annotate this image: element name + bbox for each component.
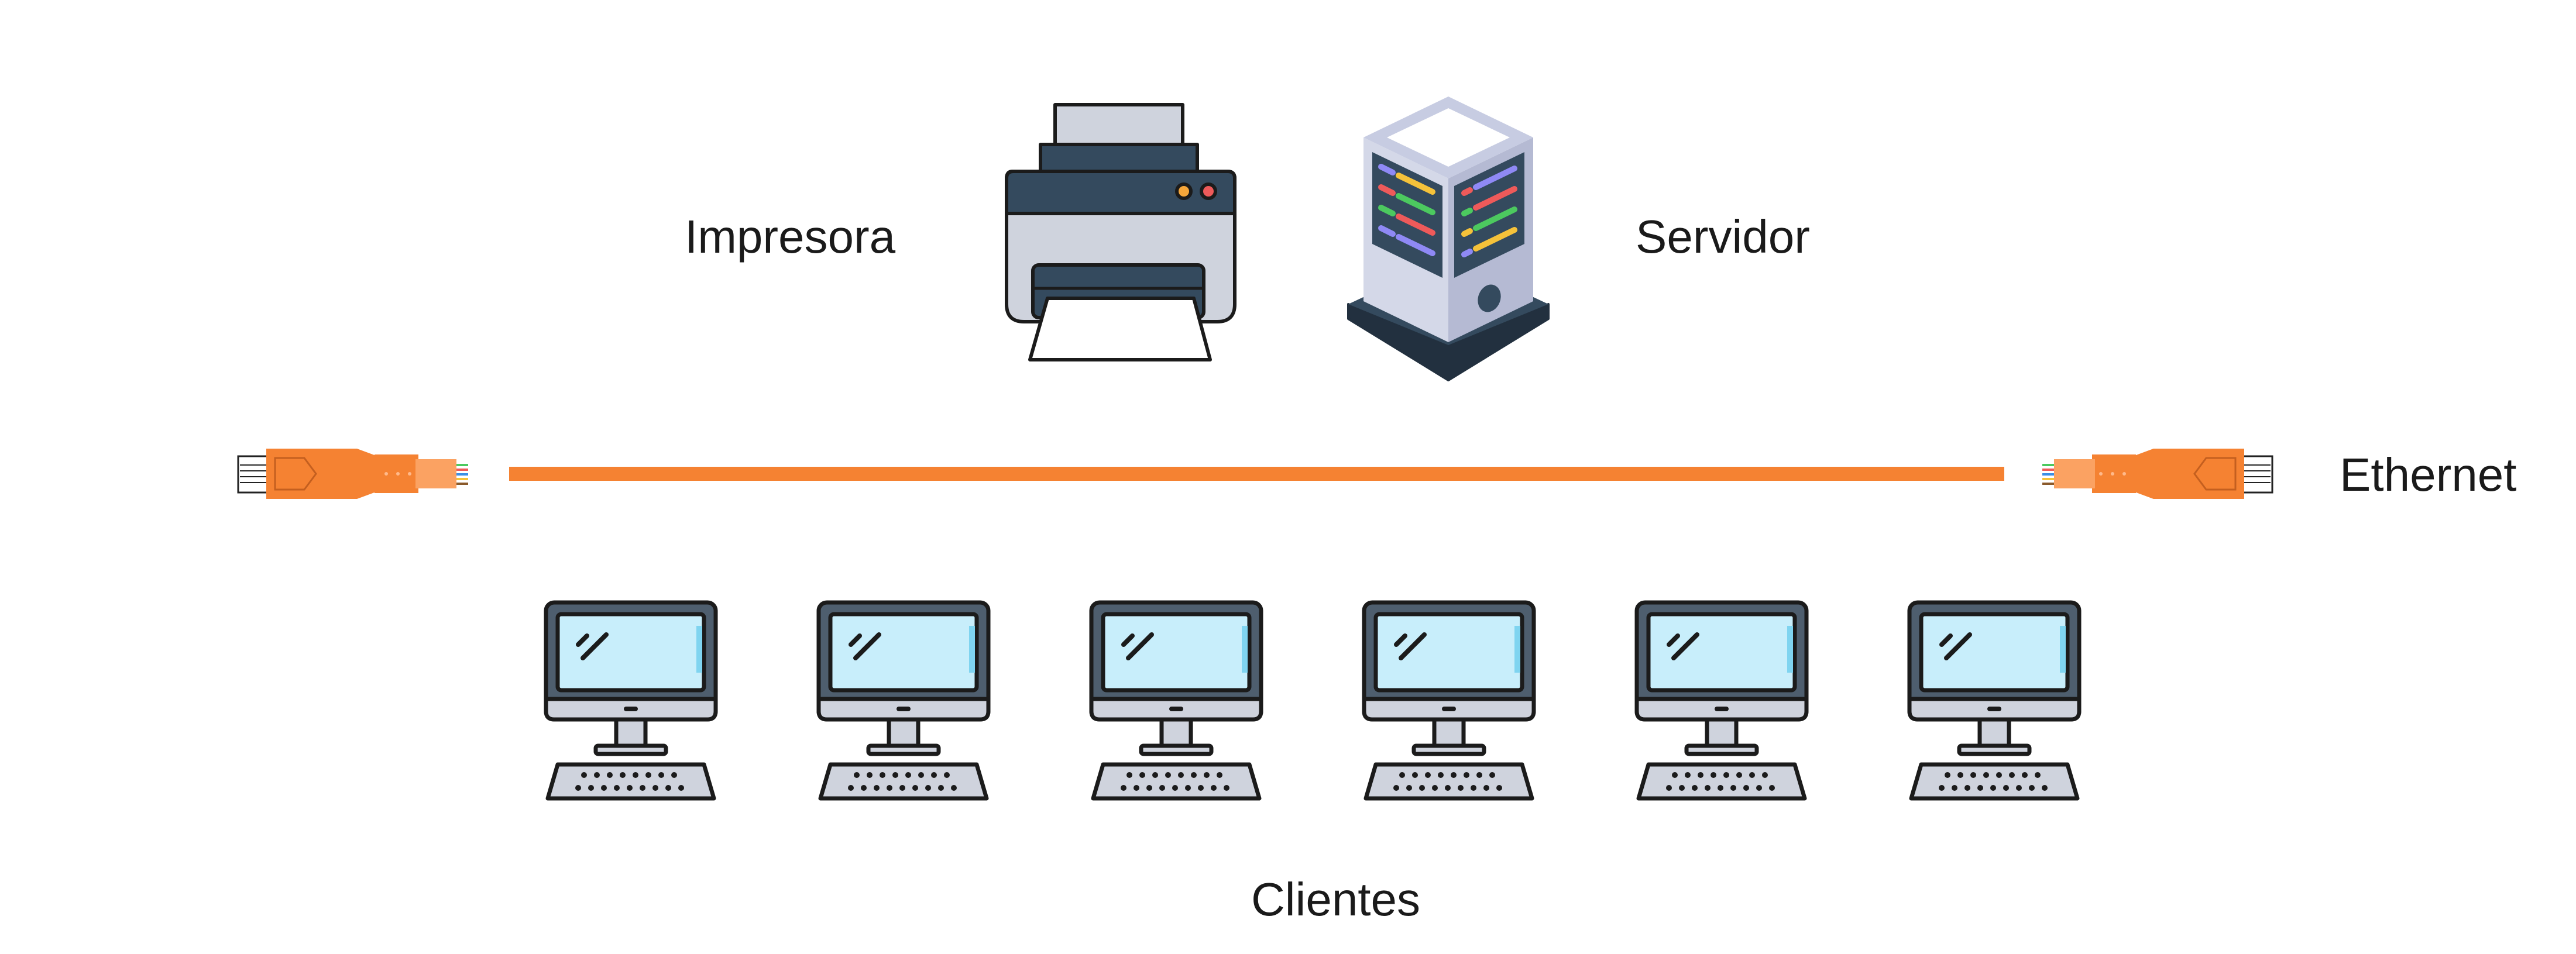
desktop-computer-icon	[1634, 600, 1809, 801]
desktop-computer-icon	[816, 600, 991, 801]
right-rj45-connector	[2042, 449, 2273, 499]
ethernet-label: Ethernet	[2340, 449, 2517, 501]
desktop-computer-icon	[1088, 600, 1264, 801]
left-rj45-connector	[237, 449, 468, 499]
ethernet-cable-icon	[237, 449, 2273, 499]
server-label: Servidor	[1636, 211, 1810, 263]
clients-label: Clientes	[1251, 873, 1421, 925]
desktop-computer-icon	[1907, 600, 2082, 801]
desktop-computer-icon	[1361, 600, 1537, 801]
printer-icon	[1005, 103, 1237, 361]
printer-label: Impresora	[685, 211, 896, 263]
server-icon	[1347, 97, 1550, 381]
desktop-computer-icon	[543, 600, 719, 801]
